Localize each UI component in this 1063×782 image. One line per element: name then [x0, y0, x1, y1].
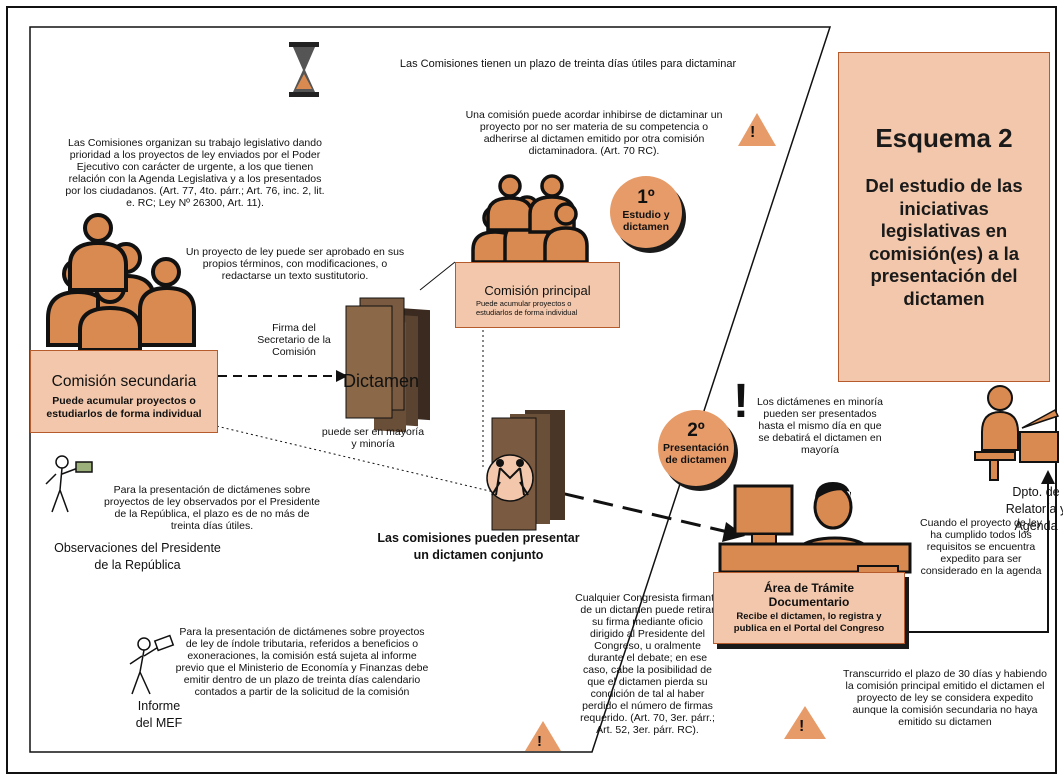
step-2-badge: 2º Presentación de dictamen	[658, 410, 734, 486]
step-2-number: 2º	[687, 420, 705, 441]
esquema-title-box: Esquema 2 Del estudio de las iniciativas…	[838, 52, 1050, 382]
people-group-icon	[471, 174, 589, 264]
exclamation-icon: !	[733, 375, 749, 428]
tramite-subtitle: Recibe el dictamen, lo registra y public…	[733, 611, 885, 634]
retirar-text: Cualquier Congresista firmante de un dic…	[575, 592, 720, 736]
study-area-outline	[29, 26, 832, 753]
comision-secundaria-title: Comisión secundaria	[51, 373, 197, 390]
comision-principal-box: Comisión principal Puede acumular proyec…	[455, 262, 620, 328]
minoria-text: Los dictámenes en minoría pueden ser pre…	[756, 396, 884, 456]
people-group-icon	[46, 213, 196, 352]
comision-principal-subtitle: Puede acumular proyectos o estudiarlos d…	[476, 299, 578, 317]
comision-secundaria-subtitle: Puede acumular proyectos o estudiarlos d…	[46, 395, 202, 420]
inhibirse-text: Una comisión puede acordar inhibirse de …	[465, 109, 723, 157]
handshake-icon	[486, 454, 534, 502]
clerk-icon	[974, 385, 1060, 481]
expedito-text: Cuando el proyecto de ley ha cumplido to…	[920, 517, 1042, 577]
step-1-badge: 1º Estudio y dictamen	[610, 176, 682, 248]
arrow-conjunto-tramite	[534, 485, 729, 534]
step-1-number: 1º	[637, 187, 655, 208]
connector-principal-dictamen	[419, 261, 456, 291]
connector-secundaria-conjunto	[211, 424, 499, 494]
tributaria-text: Para la presentación de dictámenes sobre…	[175, 626, 429, 698]
warning-mark-3: !	[799, 718, 805, 735]
step-2-label: Presentación de dictamen	[663, 442, 729, 466]
diagram-frame	[6, 6, 1057, 774]
clerk-icon	[718, 482, 912, 602]
warning-icon	[525, 721, 561, 751]
plazo-header: Las Comisiones tienen un plazo de treint…	[399, 58, 737, 70]
mef-figure-icon	[129, 634, 175, 695]
president-figure-icon	[45, 455, 93, 513]
tramite-title: Área de Trámite Documentario	[763, 581, 855, 609]
comision-principal-title: Comisión principal	[484, 283, 591, 298]
esquema-subtitle: Del estudio de las iniciativas legislati…	[865, 175, 1023, 309]
arrow-tramite-relatoria	[906, 482, 1049, 633]
warning-mark-1: !	[750, 124, 756, 141]
conjunto-text: Las comisiones pueden presentar un dicta…	[377, 531, 580, 562]
mayoria-text: puede ser en mayoría y minoría	[321, 426, 425, 450]
document-stack-icon	[345, 297, 430, 433]
mef-label: Informe del MEF	[135, 699, 183, 730]
comision-secundaria-box: Comisión secundaria Puede acumular proye…	[30, 350, 218, 433]
observados-text: Para la presentación de dictámenes sobre…	[104, 484, 320, 532]
step-1-label: Estudio y dictamen	[622, 209, 670, 233]
warning-icon	[738, 113, 776, 146]
warning-mark-2: !	[537, 733, 542, 750]
tramite-box: Área de Trámite Documentario Recibe el d…	[713, 572, 905, 644]
esquema-title: Esquema 2	[875, 123, 1013, 153]
aprobado-text: Un proyecto de ley puede ser aprobado en…	[185, 246, 405, 282]
firma-text: Firma del Secretario de la Comisión	[257, 322, 331, 358]
hourglass-icon	[289, 42, 319, 97]
observaciones-label: Observaciones del Presidente de la Repúb…	[54, 541, 221, 572]
organizan-text: Las Comisiones organizan su trabajo legi…	[65, 137, 325, 209]
warning-icon	[784, 706, 826, 739]
relatoria-label: Dpto. de Relatoría y Agenda	[1005, 485, 1063, 533]
dictamen-label: Dictamen	[343, 371, 420, 391]
transcurrido-text: Transcurrido el plazo de 30 días y habie…	[843, 668, 1047, 728]
